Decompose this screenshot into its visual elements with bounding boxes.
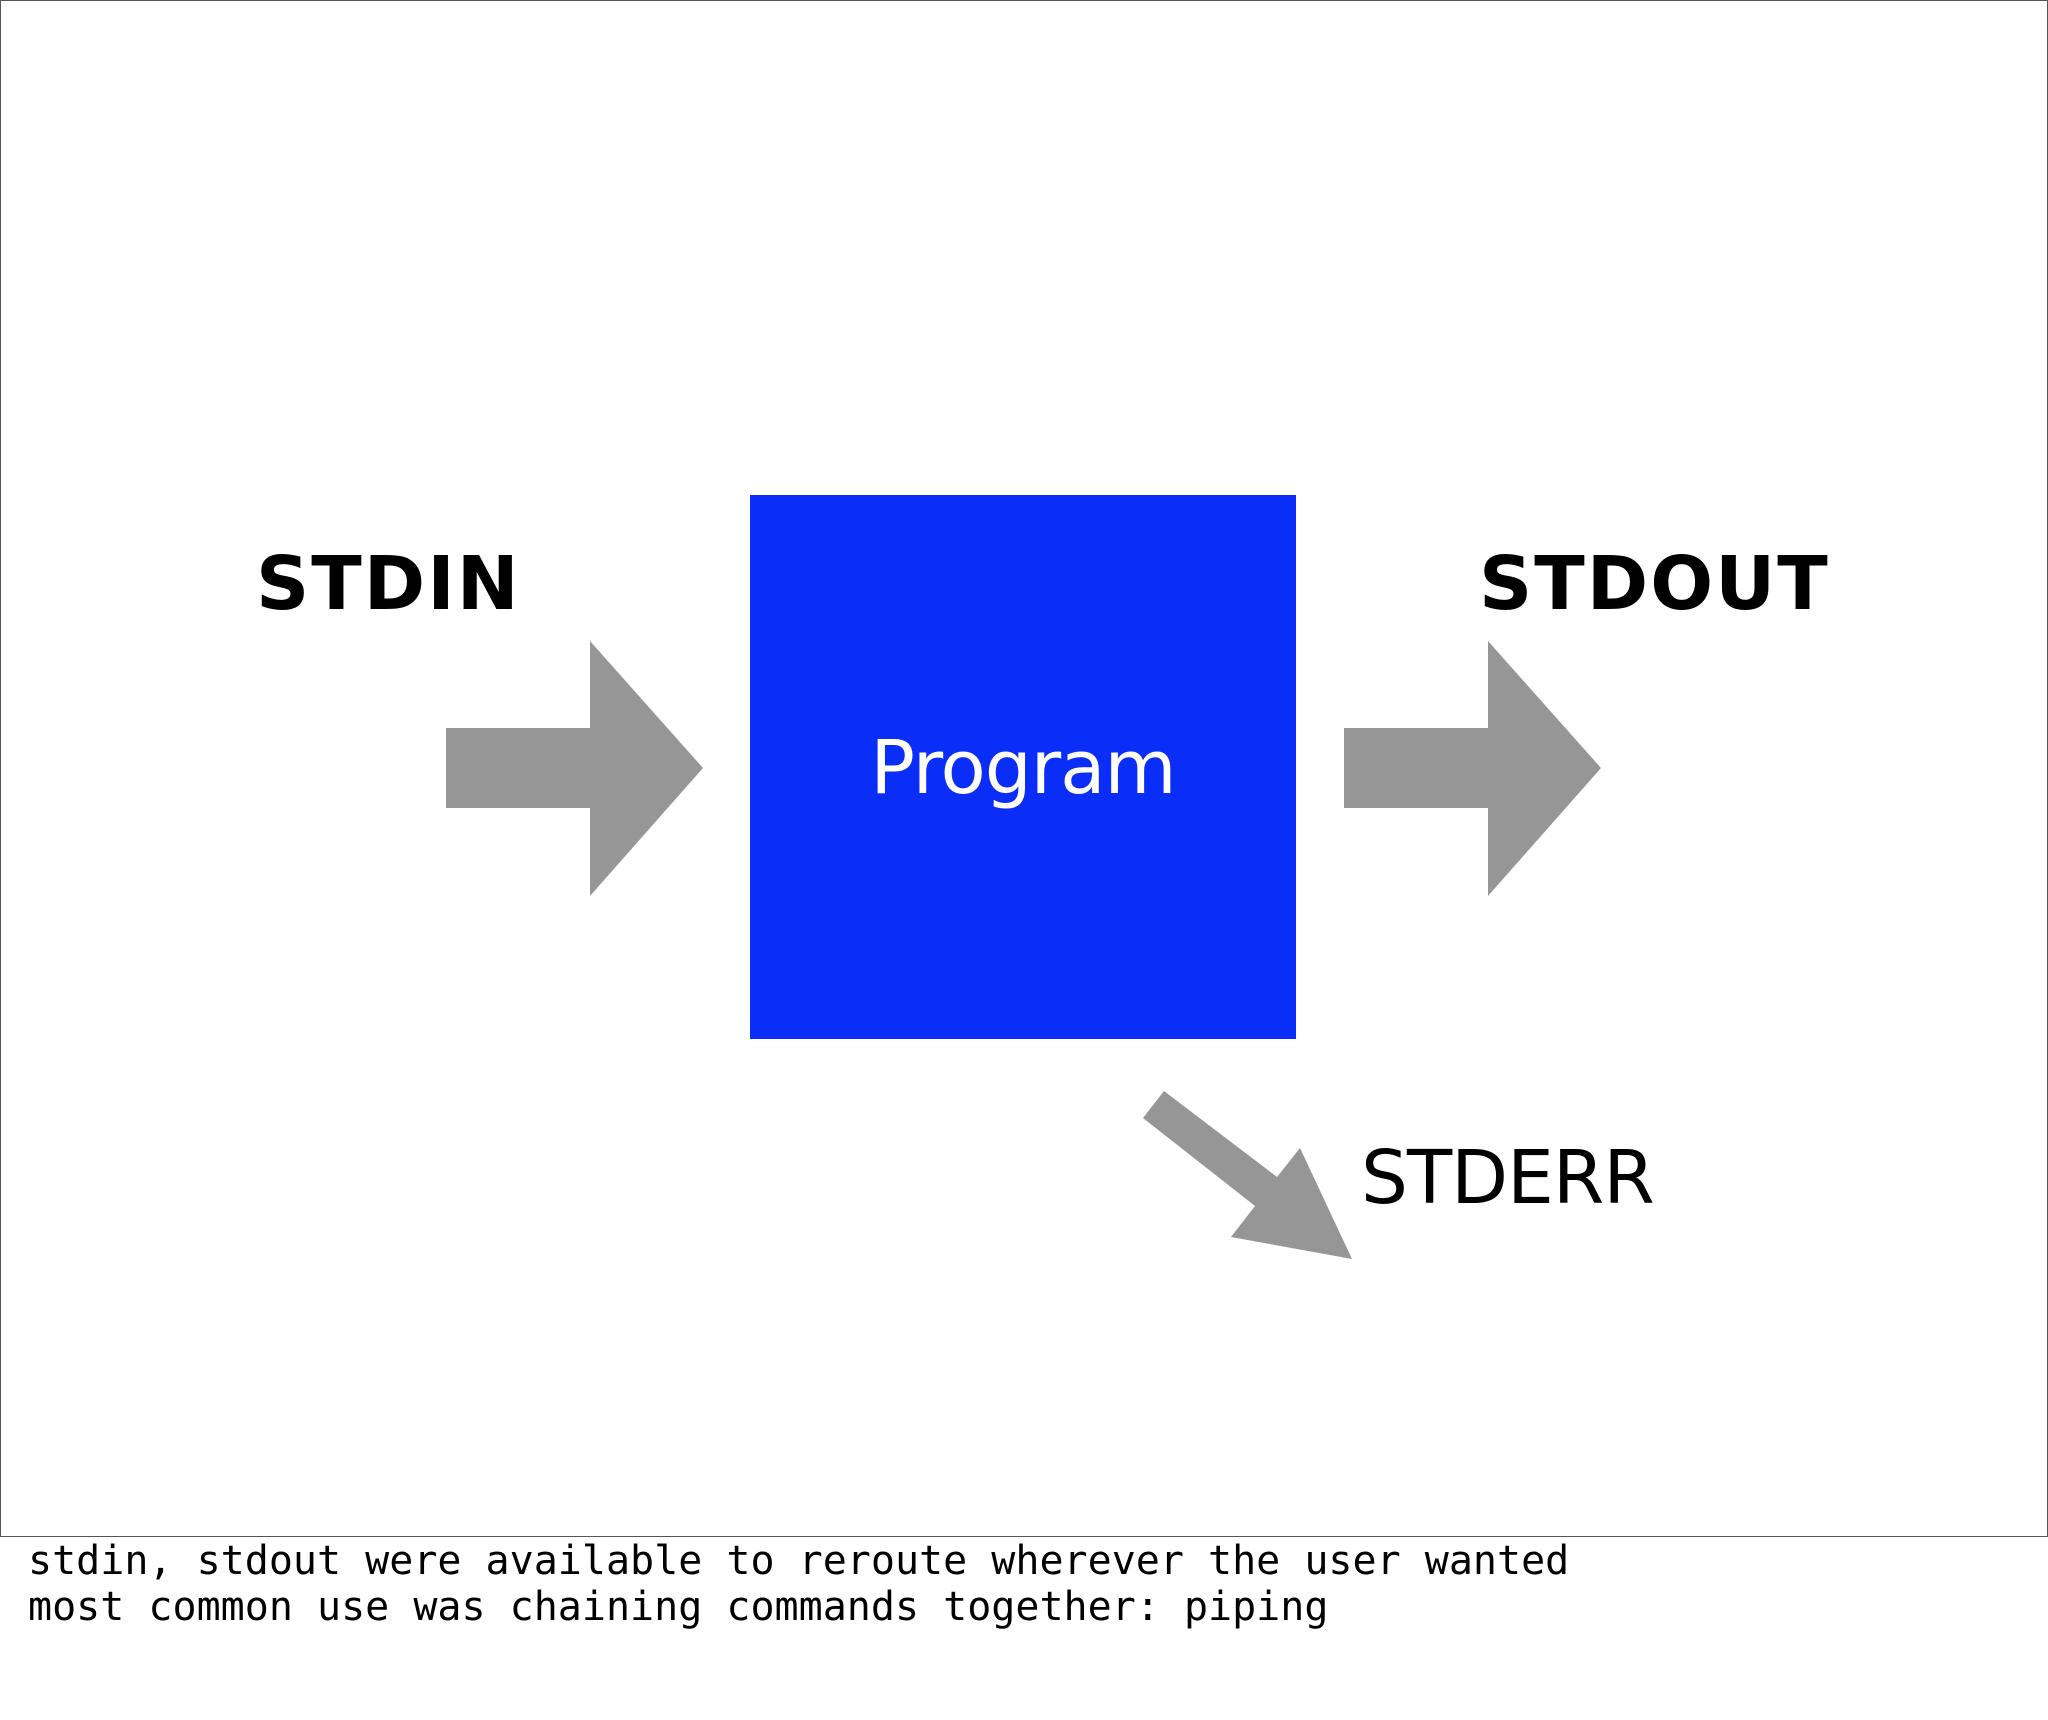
stderr-label: STDERR — [1361, 1135, 1655, 1221]
stdin-label: STDIN — [256, 541, 521, 627]
note-line-2: most common use was chaining commands to… — [28, 1584, 1329, 1630]
program-label: Program — [870, 725, 1176, 811]
diagram-canvas — [446, 495, 1601, 1259]
stdout-label: STDOUT — [1479, 541, 1830, 627]
stderr-arrow-icon — [1143, 1091, 1352, 1259]
stdout-arrow-icon — [1344, 641, 1601, 896]
stdin-arrow-icon — [446, 641, 703, 896]
note-line-1: stdin, stdout were available to reroute … — [28, 1538, 1570, 1584]
program-box — [750, 495, 1296, 1039]
speaker-notes: stdin, stdout were available to reroute … — [28, 1538, 1569, 1630]
slide: STDIN STDOUT Program STDERR — [0, 0, 2048, 1537]
